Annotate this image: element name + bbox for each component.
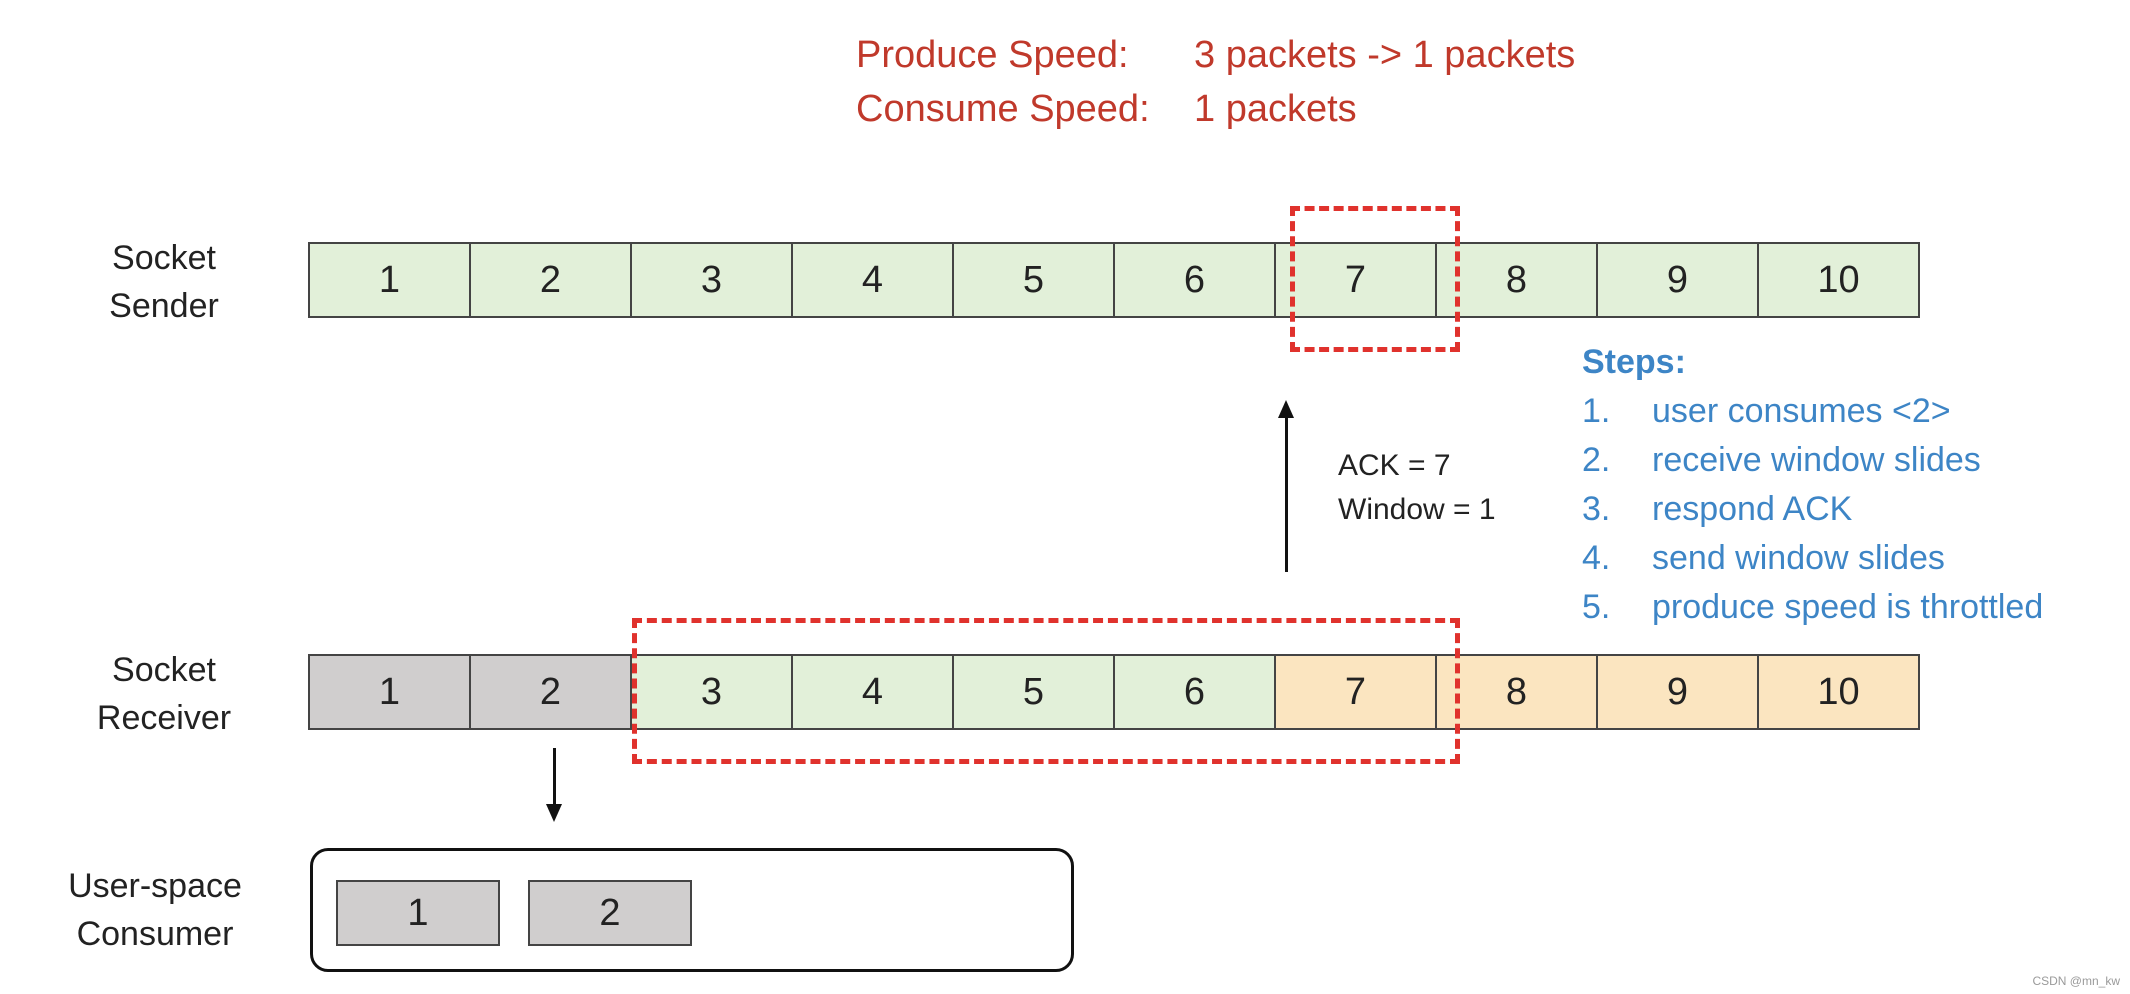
sender-label-line1: Socket — [112, 239, 216, 277]
step-number: 1. — [1582, 392, 1611, 430]
receiver-packet-free: 9 — [1596, 654, 1759, 730]
step-text: send window slides — [1652, 539, 1945, 577]
ack-arrow-line — [1285, 416, 1288, 572]
sender-packet: 3 — [630, 242, 793, 318]
sender-packet: 4 — [791, 242, 954, 318]
receiver-packet-received: 5 — [952, 654, 1115, 730]
sender-packet: 2 — [469, 242, 632, 318]
sender-packet-row: 1 2 3 4 5 6 7 8 9 10 — [308, 242, 1920, 318]
step-item: 5. produce speed is throttled — [1582, 583, 2043, 632]
consumer-packet: 1 — [336, 880, 500, 946]
receiver-packet-received: 6 — [1113, 654, 1276, 730]
produce-speed-label: Produce Speed: — [856, 34, 1129, 76]
watermark: CSDN @mn_kw — [2032, 974, 2120, 988]
step-text: produce speed is throttled — [1652, 588, 2044, 626]
sender-label-line2: Sender — [109, 287, 219, 325]
receiver-packet-free: 8 — [1435, 654, 1598, 730]
ack-arrow-head-icon — [1278, 400, 1294, 418]
receiver-packet-free: 7 — [1274, 654, 1437, 730]
receiver-label-line2: Receiver — [96, 699, 232, 737]
sender-packet: 8 — [1435, 242, 1598, 318]
consume-speed-row: Consume Speed: 1 packets — [856, 82, 1575, 136]
steps-list: Steps: 1. user consumes <2> 2. receive win… — [1582, 338, 2043, 632]
consumer-label-line2: Consumer — [76, 915, 234, 953]
steps-title: Steps: — [1582, 343, 1686, 381]
receiver-packet-free: 10 — [1757, 654, 1920, 730]
step-number: 5. — [1582, 588, 1611, 626]
sender-packet: 6 — [1113, 242, 1276, 318]
consumer-label: User-space Consumer — [50, 862, 260, 958]
sender-label: Socket Sender — [84, 234, 244, 330]
window-value: Window = 1 — [1338, 493, 1496, 526]
speed-summary: Produce Speed: 3 packets -> 1 packets Con… — [856, 28, 1575, 136]
receive-window — [632, 618, 1460, 764]
consume-speed-value: 1 packets — [1194, 88, 1357, 130]
ack-value: ACK = 7 — [1338, 449, 1451, 482]
step-number: 3. — [1582, 490, 1611, 528]
step-item: 3. respond ACK — [1582, 485, 2043, 534]
receiver-label-line1: Socket — [112, 651, 216, 689]
receiver-packet-received: 3 — [630, 654, 793, 730]
consume-speed-label: Consume Speed: — [856, 88, 1150, 130]
receiver-packet-consumed: 1 — [308, 654, 471, 730]
sender-packet: 7 — [1274, 242, 1437, 318]
step-text: receive window slides — [1652, 441, 1981, 479]
step-number: 4. — [1582, 539, 1611, 577]
sender-packet: 1 — [308, 242, 471, 318]
consumer-label-line1: User-space — [68, 867, 242, 905]
sender-packet: 10 — [1757, 242, 1920, 318]
step-item: 2. receive window slides — [1582, 436, 2043, 485]
consume-arrow-head-icon — [546, 804, 562, 822]
receiver-packet-consumed: 2 — [469, 654, 632, 730]
step-item: 4. send window slides — [1582, 534, 2043, 583]
receiver-packet-row: 1 2 3 4 5 6 7 8 9 10 — [308, 654, 1920, 730]
step-text: user consumes <2> — [1652, 392, 1951, 430]
step-text: respond ACK — [1652, 490, 1853, 528]
sender-packet: 5 — [952, 242, 1115, 318]
produce-speed-value: 3 packets -> 1 packets — [1194, 34, 1576, 76]
receiver-label: Socket Receiver — [74, 646, 254, 742]
produce-speed-row: Produce Speed: 3 packets -> 1 packets — [856, 28, 1575, 82]
consumer-packet: 2 — [528, 880, 692, 946]
step-number: 2. — [1582, 441, 1611, 479]
consume-arrow-line — [553, 748, 556, 806]
step-item: 1. user consumes <2> — [1582, 387, 2043, 436]
ack-annotation: ACK = 7 Window = 1 — [1338, 444, 1496, 532]
user-space-consumer-box — [310, 848, 1074, 972]
send-window — [1290, 206, 1460, 352]
sender-packet: 9 — [1596, 242, 1759, 318]
